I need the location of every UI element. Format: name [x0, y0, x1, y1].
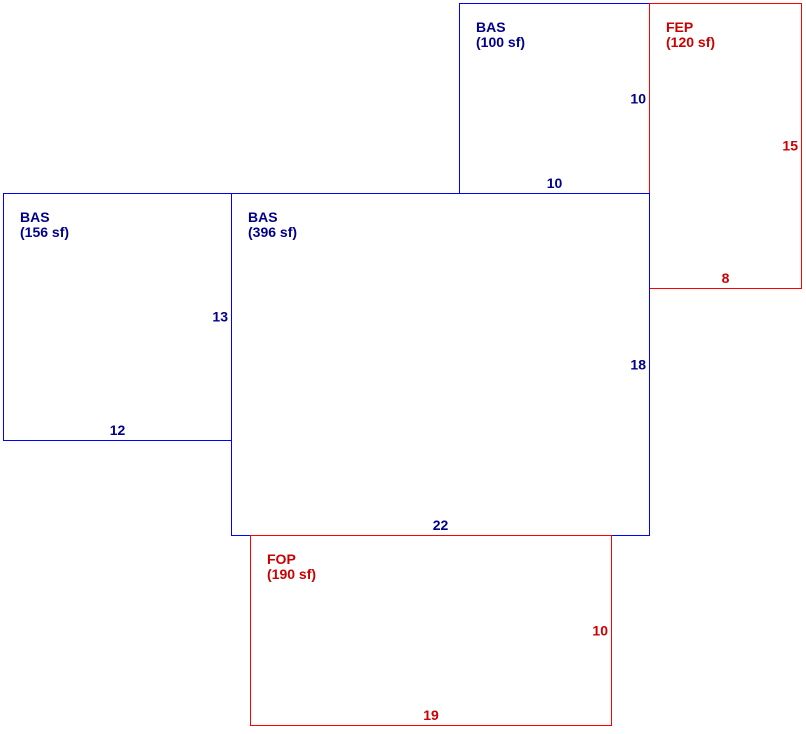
area-square-footage: (190 sf)	[267, 566, 317, 582]
area-code: BAS	[20, 209, 50, 225]
area-code: FEP	[666, 19, 694, 35]
area-square-footage: (120 sf)	[666, 34, 716, 50]
area-code: BAS	[248, 209, 278, 225]
area-bas-100: BAS (100 sf) 10 10	[459, 3, 650, 194]
area-height-dimension: 15	[782, 137, 798, 154]
area-fop-190: FOP (190 sf) 10 19	[250, 535, 612, 726]
area-bas-156: BAS (156 sf) 13 12	[3, 193, 232, 441]
area-code: FOP	[267, 551, 296, 567]
area-width-dimension: 8	[721, 270, 730, 286]
area-bas-396: BAS (396 sf) 18 22	[231, 193, 650, 536]
area-height-dimension: 10	[592, 622, 608, 638]
area-square-footage: (396 sf)	[248, 224, 298, 240]
area-square-footage: (156 sf)	[20, 224, 70, 240]
area-width-dimension: 10	[546, 175, 563, 191]
area-fep-120: FEP (120 sf) 15 8	[649, 3, 802, 289]
area-height-dimension: 18	[630, 356, 646, 372]
area-width-dimension: 12	[109, 422, 126, 438]
area-height-dimension: 10	[630, 90, 646, 106]
area-width-dimension: 19	[423, 707, 439, 723]
area-height-dimension: 13	[212, 308, 228, 325]
area-width-dimension: 22	[432, 517, 449, 533]
area-code: BAS	[476, 19, 506, 35]
area-square-footage: (100 sf)	[476, 34, 526, 50]
